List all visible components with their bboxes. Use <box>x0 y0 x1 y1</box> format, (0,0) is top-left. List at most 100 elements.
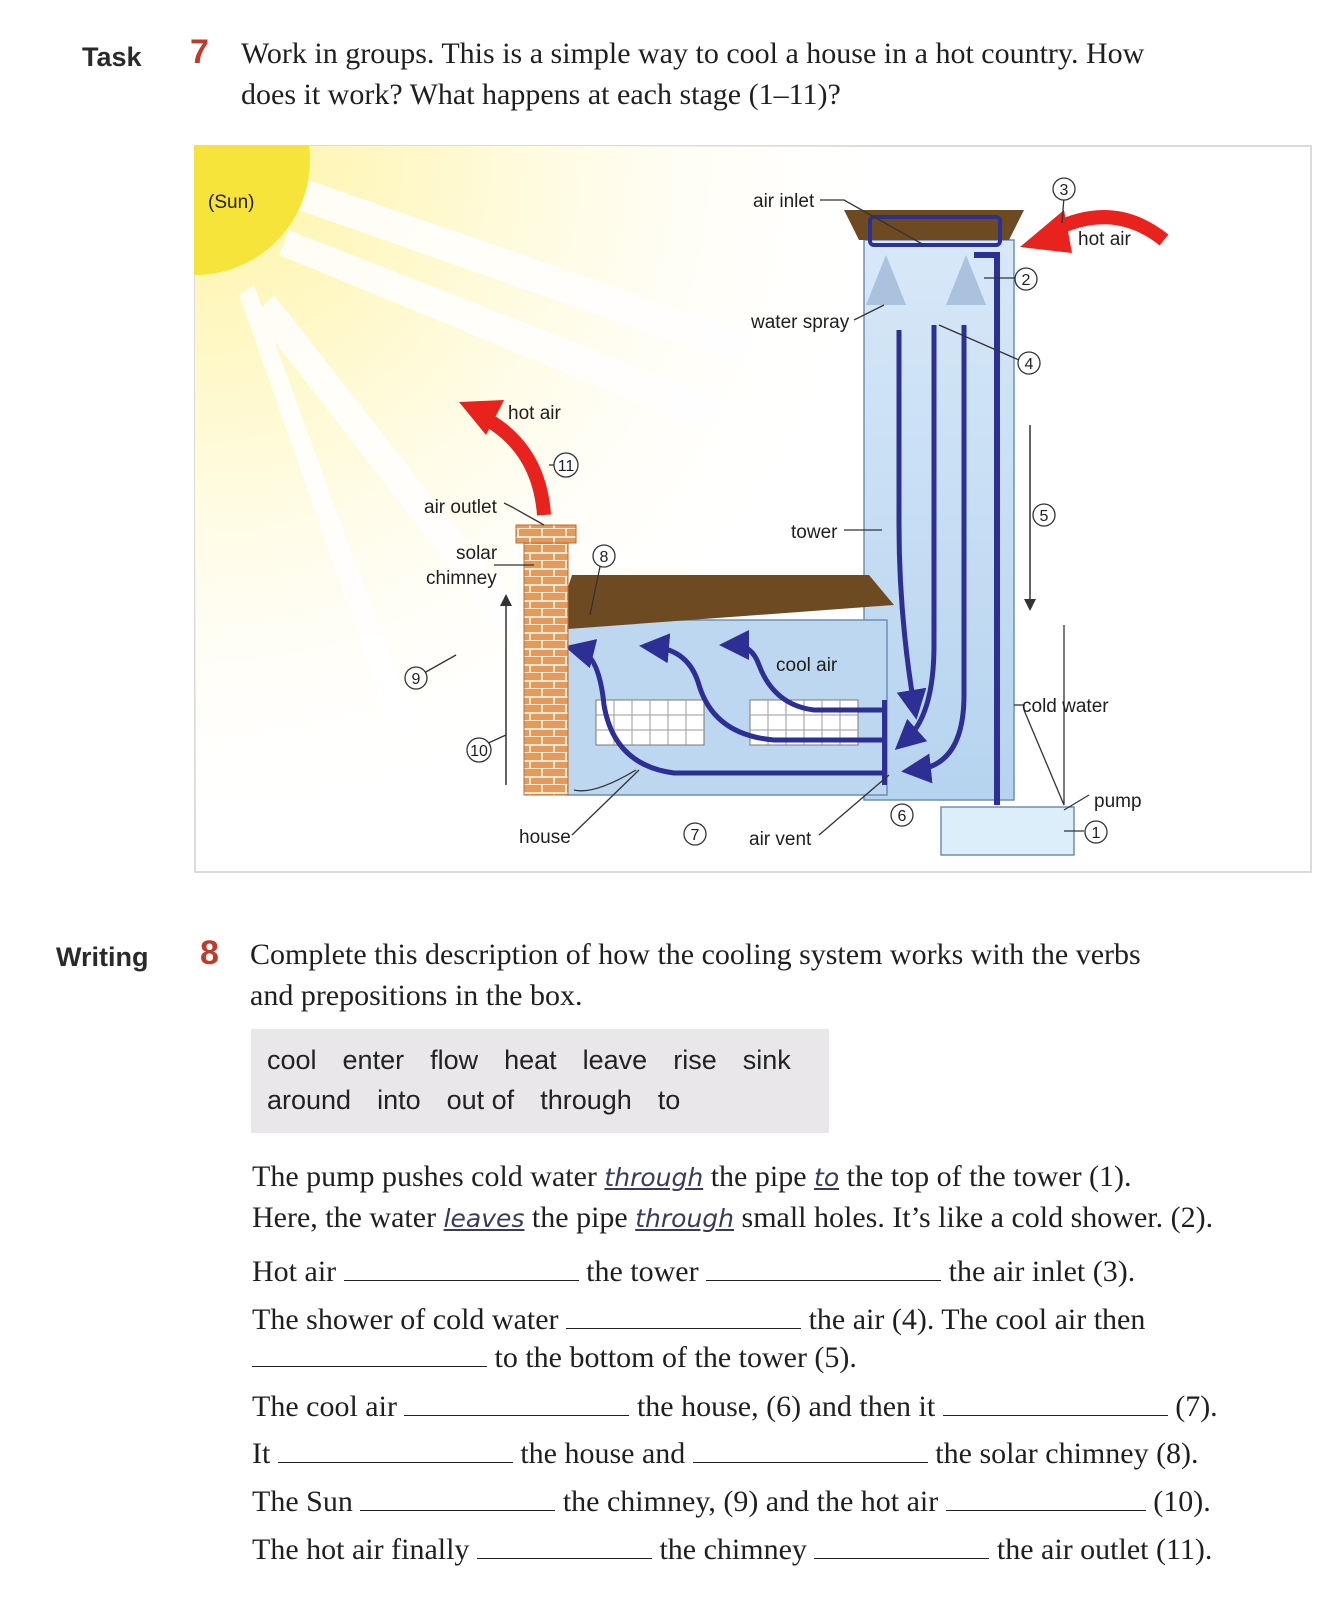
verb-word: sink <box>742 1045 791 1075</box>
solar-chimney <box>523 539 569 796</box>
sentence-3: Hot air the tower the air inlet (3). <box>252 1250 1135 1289</box>
answer-blank[interactable] <box>566 1298 802 1329</box>
stage-6-marker: 6 <box>890 803 914 827</box>
chimney-top <box>515 524 577 544</box>
writing-number: 8 <box>200 934 219 972</box>
answer-blank[interactable] <box>945 1480 1146 1511</box>
label-pump: pump <box>1094 791 1142 812</box>
handwritten-answer: through <box>604 1163 704 1192</box>
preposition-word: to <box>657 1085 681 1115</box>
svg-text:7: 7 <box>691 827 700 844</box>
label-chimney: chimney <box>426 568 497 589</box>
answer-blank[interactable] <box>343 1250 579 1281</box>
stage-2-marker: 2 <box>1014 267 1038 291</box>
stage-8-marker: 8 <box>592 544 616 568</box>
verb-word: enter <box>342 1045 405 1075</box>
svg-text:1: 1 <box>1092 825 1101 842</box>
verb-word: flow <box>430 1045 479 1075</box>
leader-lines <box>423 196 1090 836</box>
svg-text:6: 6 <box>898 808 907 825</box>
label-sun: (Sun) <box>208 192 254 213</box>
stage-1-marker: 1 <box>1084 820 1108 844</box>
task-label: Task <box>82 42 142 72</box>
prepositions-row: around into out of through to <box>267 1085 706 1116</box>
svg-text:2: 2 <box>1022 272 1031 289</box>
answer-blank[interactable] <box>476 1528 652 1559</box>
answer-blank[interactable] <box>942 1385 1168 1416</box>
sentence-9: The hot air finally the chimney the air … <box>252 1528 1212 1567</box>
sentence-5: to the bottom of the tower (5). <box>252 1336 857 1375</box>
hot-air-inlet-arrow <box>1050 210 1169 246</box>
answer-blank[interactable] <box>814 1528 990 1559</box>
preposition-word: around <box>267 1085 352 1115</box>
tower-air-flows <box>894 325 967 784</box>
air-inlet-grille <box>868 215 1002 247</box>
svg-text:10: 10 <box>470 743 488 760</box>
hot-air-inlet-arrowhead <box>1020 210 1072 253</box>
water-spray-right <box>946 255 986 305</box>
pump-box <box>940 806 1075 856</box>
handwritten-answer: to <box>814 1163 840 1192</box>
sun-rays <box>239 175 894 735</box>
cooling-system-diagram: (Sun) air inlet hot air water spray hot … <box>194 145 1312 873</box>
sun <box>194 145 310 276</box>
svg-text:5: 5 <box>1040 508 1049 525</box>
tower <box>863 239 1015 801</box>
verb-word: rise <box>673 1045 717 1075</box>
svg-text:3: 3 <box>1060 182 1069 199</box>
water-spray-left <box>866 255 906 305</box>
task-instruction-line1: Work in groups. This is a simple way to … <box>241 37 1145 70</box>
stage-9-marker: 9 <box>404 666 428 690</box>
answer-blank[interactable] <box>692 1432 928 1463</box>
stage-11-marker: 11 <box>553 452 579 478</box>
preposition-word: through <box>540 1085 632 1115</box>
label-hot-air-top: hot air <box>1078 229 1131 250</box>
handwritten-answer: leaves <box>443 1204 525 1233</box>
preposition-word: into <box>377 1085 421 1115</box>
label-hot-air-chimney: hot air <box>508 403 561 424</box>
label-air-inlet: air inlet <box>753 191 815 212</box>
stage-5-marker: 5 <box>1032 503 1056 527</box>
sentence-8: The Sun the chimney, (9) and the hot air… <box>252 1480 1211 1519</box>
stage-10-marker: 10 <box>466 737 492 763</box>
stage-7-marker: 7 <box>683 822 707 846</box>
sentence-4: The shower of cold water the air (4). Th… <box>252 1298 1145 1337</box>
label-cold-water: cold water <box>1022 696 1109 717</box>
stage-4-marker: 4 <box>1017 351 1041 375</box>
water-pipe <box>974 252 1000 805</box>
writing-instruction-line1: Complete this description of how the coo… <box>250 938 1141 971</box>
label-house: house <box>519 827 571 848</box>
answer-blank[interactable] <box>277 1432 513 1463</box>
label-air-vent: air vent <box>749 829 812 850</box>
verb-word: leave <box>582 1045 648 1075</box>
answer-blank[interactable] <box>360 1480 556 1511</box>
answer-blank[interactable] <box>706 1250 942 1281</box>
svg-text:11: 11 <box>558 458 575 475</box>
stage-3-marker: 3 <box>1052 177 1076 201</box>
label-cool-air: cool air <box>776 655 838 676</box>
air-vent-bar <box>882 700 887 785</box>
writing-instruction-line2: and prepositions in the box. <box>250 979 583 1012</box>
sentence-6: The cool air the house, (6) and then it … <box>252 1385 1218 1424</box>
svg-text:8: 8 <box>600 549 609 566</box>
sentence-2: Here, the water leaves the pipe through … <box>252 1201 1214 1234</box>
label-water-spray: water spray <box>750 312 850 333</box>
label-air-outlet: air outlet <box>424 497 498 518</box>
window-grid <box>596 700 858 745</box>
task-number: 7 <box>190 33 209 71</box>
sentence-7: It the house and the solar chimney (8). <box>252 1432 1199 1471</box>
hot-air-chimney-arrowhead <box>459 400 504 435</box>
verb-word: heat <box>504 1045 557 1075</box>
answer-blank[interactable] <box>252 1336 487 1367</box>
sentence-1: The pump pushes cold water through the p… <box>252 1160 1132 1193</box>
preposition-word: out of <box>446 1085 515 1115</box>
house-roof <box>554 575 894 630</box>
writing-label: Writing <box>56 942 149 972</box>
house-air-flows <box>564 630 884 776</box>
answer-blank[interactable] <box>404 1385 630 1416</box>
svg-text:9: 9 <box>412 671 421 688</box>
svg-text:4: 4 <box>1025 356 1034 373</box>
task-instruction-line2: does it work? What happens at each stage… <box>241 78 841 111</box>
